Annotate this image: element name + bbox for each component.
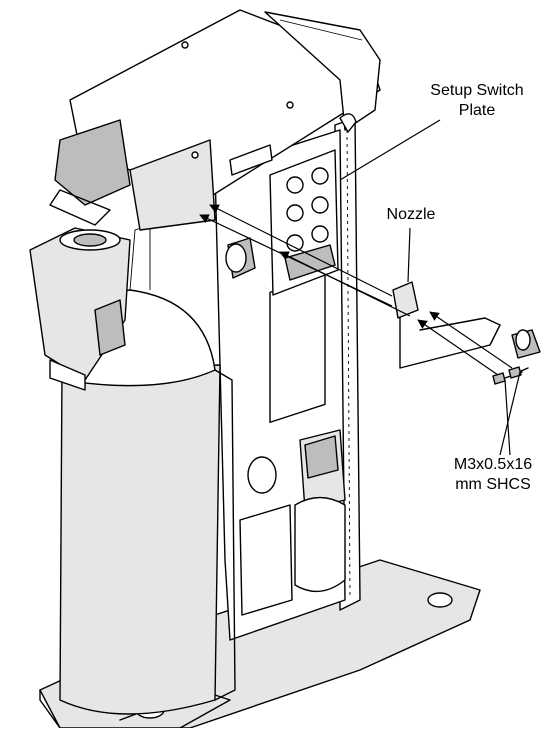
callout-leaders: [339, 119, 521, 456]
screws-label-line-1: M3x0.5x16: [453, 456, 533, 473]
screws-label-line-2: mm SHCS: [455, 476, 531, 493]
screws: [492, 366, 529, 385]
nozzle-label-text: Nozzle: [386, 206, 436, 223]
print-head-assembly: [49, 9, 381, 231]
setup-switch-plate-label: Setup Switch Plate: [410, 81, 544, 121]
setup-switch-plate-label-line-1: Setup Switch: [430, 82, 524, 99]
nozzle-label: Nozzle: [376, 205, 446, 225]
cartridge-block: [29, 227, 131, 391]
pump-assembly: [247, 429, 346, 593]
fittings: [225, 237, 336, 281]
screws-label: M3x0.5x16 mm SHCS: [437, 455, 549, 495]
nozzle-part: [392, 281, 541, 369]
insertion-arrows: [199, 204, 513, 376]
setup-switch-plate-label-line-2: Plate: [458, 102, 496, 119]
